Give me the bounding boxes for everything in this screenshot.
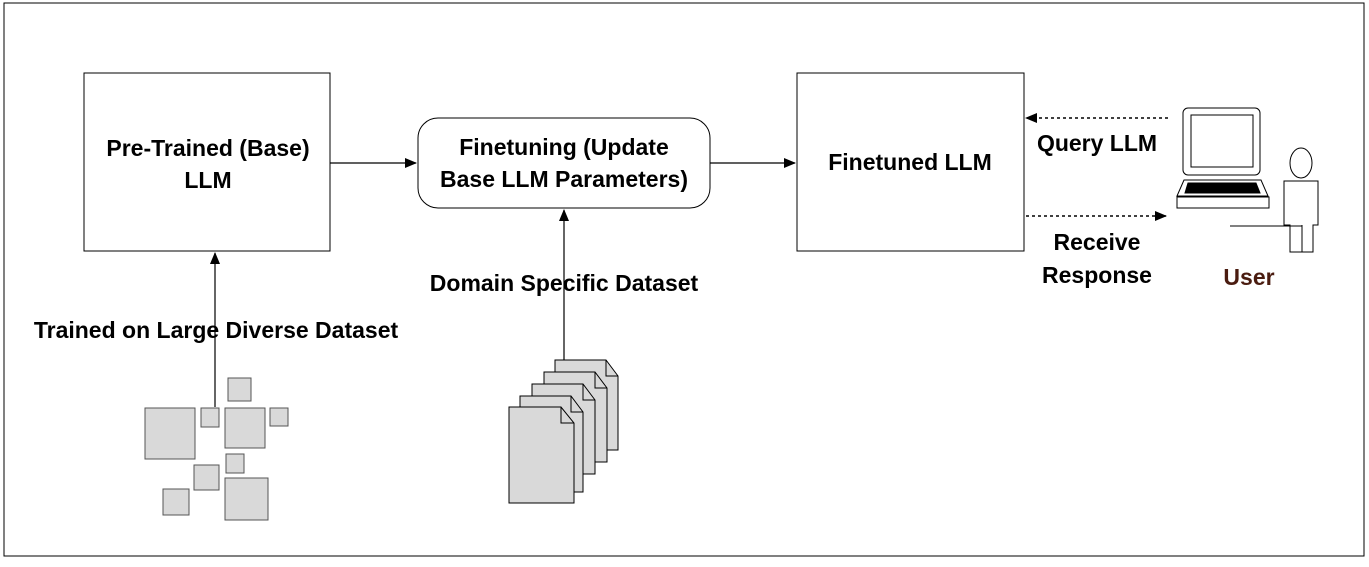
finetuned-llm-label: Finetuned LLM xyxy=(828,149,992,175)
pretrained-llm-label-line2: LLM xyxy=(184,167,231,193)
finetuned-llm-box xyxy=(796,72,1025,252)
computer-icon xyxy=(1176,107,1270,209)
pretrained-llm-box xyxy=(83,72,331,252)
finetuning-box xyxy=(417,117,711,209)
receive-response-label-line1: Receive xyxy=(1054,229,1141,255)
finetuning-node: Finetuning (Update Base LLM Parameters) xyxy=(417,117,711,209)
pretrained-llm-node: Pre-Trained (Base) LLM xyxy=(83,72,331,252)
domain-dataset-label: Domain Specific Dataset xyxy=(430,270,699,296)
document-stack-icon xyxy=(508,359,619,504)
user-icon xyxy=(1230,147,1319,253)
dataset-blocks-icon xyxy=(144,377,289,521)
receive-response-label-line2: Response xyxy=(1042,262,1152,288)
large-dataset-label: Trained on Large Diverse Dataset xyxy=(34,317,399,343)
user-label: User xyxy=(1223,264,1274,290)
finetuning-label-line2: Base LLM Parameters) xyxy=(440,166,688,192)
query-llm-label: Query LLM xyxy=(1037,130,1157,156)
finetuning-label-line1: Finetuning (Update xyxy=(459,134,669,160)
finetuned-llm-node: Finetuned LLM xyxy=(796,72,1025,252)
pretrained-llm-label-line1: Pre-Trained (Base) xyxy=(106,135,309,161)
